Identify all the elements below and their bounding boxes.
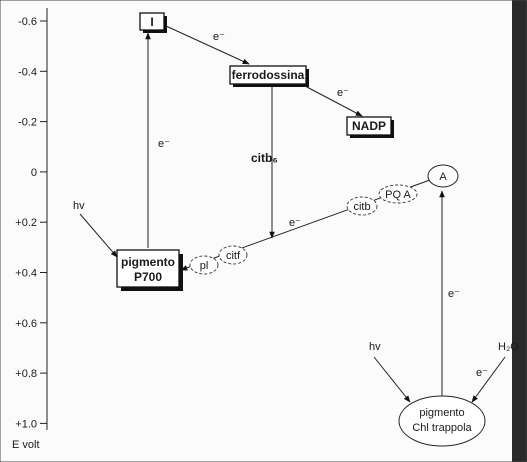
pqa-carrier: [378, 184, 418, 204]
arrow-i-to-ferrodossina: [165, 25, 250, 65]
axis-tick-label: -0.2: [18, 117, 37, 129]
chl-trappola-ellipse: [398, 395, 486, 447]
axis-tick-label: +0.4: [15, 268, 37, 280]
p700-label-line2: P700: [134, 270, 162, 284]
axis-ticks: -0.6 -0.4 -0.2 0 +0.2 +0.4 +0.6 +0.8 +1.0: [15, 16, 47, 430]
label-e-nadp: e⁻: [337, 87, 349, 99]
label-e-water: e⁻: [476, 367, 488, 379]
label-e-right: e⁻: [448, 288, 460, 300]
axis-tick-label: +0.6: [15, 318, 37, 330]
citf-carrier: [218, 245, 248, 265]
arrow-water: [471, 356, 506, 403]
citf-label: citf: [226, 250, 241, 262]
label-hv-left: hv: [73, 200, 85, 212]
arrow-hv-left: [79, 213, 118, 258]
chl-label-line1: pigmento: [419, 407, 464, 419]
page-edge-shadow: [512, 0, 527, 462]
ferrodossina-label: ferrodossina: [232, 68, 305, 82]
label-hv-bottom: hv: [369, 341, 381, 353]
pqa-label: PQ A: [385, 189, 411, 201]
chl-label-line2: Chl trappola: [412, 422, 472, 434]
ferrodossina-box: [229, 65, 307, 85]
citb-carrier: [346, 196, 378, 216]
acceptor-a: [427, 164, 459, 188]
label-h2o: H₂O: [498, 341, 519, 353]
nadp-label: NADP: [352, 119, 386, 133]
label-citb6: citb₆: [251, 151, 278, 165]
label-e-left: e⁻: [158, 138, 170, 150]
nadp-box: [346, 116, 392, 136]
axis-tick-label: +0.8: [15, 368, 37, 380]
label-e-top: e⁻: [213, 31, 225, 43]
i-box-label: I: [150, 15, 153, 29]
citb-label: citb: [353, 201, 370, 213]
i-box: [139, 12, 165, 31]
axis-tick-label: +1.0: [15, 418, 37, 430]
axis-tick-label: -0.4: [18, 66, 37, 78]
axis-tick-label: +0.2: [15, 217, 37, 229]
arrow-ferrodossina-to-nadp: [304, 85, 363, 117]
p700-box: [116, 249, 180, 288]
axis-tick-label: -0.6: [18, 16, 37, 28]
pc-label: pl: [200, 260, 209, 272]
acceptor-a-label: A: [439, 171, 447, 183]
pc-carrier: [189, 255, 219, 275]
axis-unit-label: E volt: [12, 439, 40, 451]
label-e-chain: e⁻: [289, 217, 301, 229]
arrow-hv-bottom: [373, 356, 411, 403]
axis-tick-label: 0: [31, 167, 37, 179]
p700-label-line1: pigmento: [121, 255, 175, 269]
